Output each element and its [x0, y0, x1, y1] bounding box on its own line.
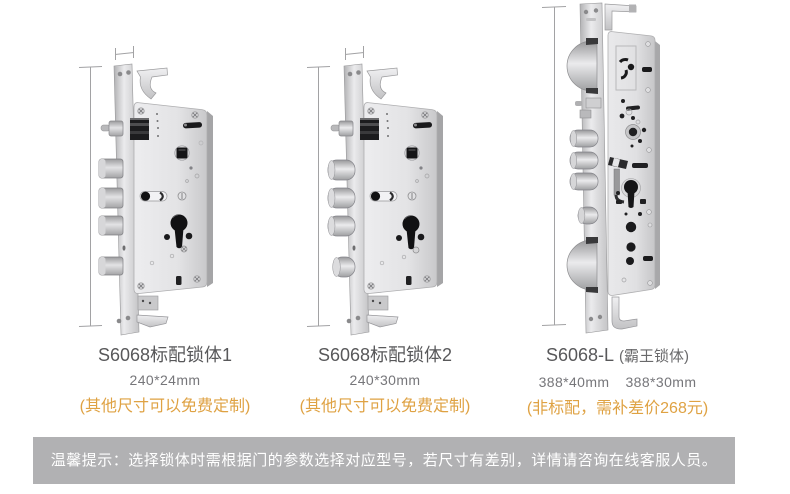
product-model: S6068-L	[545, 345, 615, 365]
product-image-lock-standard-1	[78, 46, 213, 336]
product-size: 240*24mm	[129, 372, 201, 388]
product-model: S6068标配锁体2	[317, 345, 453, 365]
product-model: S6068标配锁体1	[97, 345, 233, 365]
product-note: (其他尺寸可以免费定制)	[79, 398, 251, 415]
product-size: 240*30mm	[349, 372, 421, 388]
product-column-1: S6068标配锁体1 240*24mm (其他尺寸可以免费定制)	[45, 0, 285, 416]
product-title: S6068标配锁体1	[45, 344, 285, 366]
product-column-2: S6068标配锁体2 240*30mm (其他尺寸可以免费定制)	[275, 0, 495, 416]
product-title: S6068标配锁体2	[275, 344, 495, 366]
product-title: S6068-L(霸王锁体)	[505, 344, 730, 368]
product-note: (其他尺寸可以免费定制)	[299, 398, 471, 415]
product-image-lock-overlord	[541, 2, 660, 334]
product-note: (非标配，需补差价268元)	[526, 400, 709, 417]
notice-banner: 温馨提示：选择锁体时需根据门的参数选择对应型号，若尺寸有差别，详情请咨询在线客服…	[33, 437, 735, 484]
product-image-lock-standard-2	[306, 46, 443, 336]
product-model-suffix: (霸王锁体)	[619, 348, 690, 365]
